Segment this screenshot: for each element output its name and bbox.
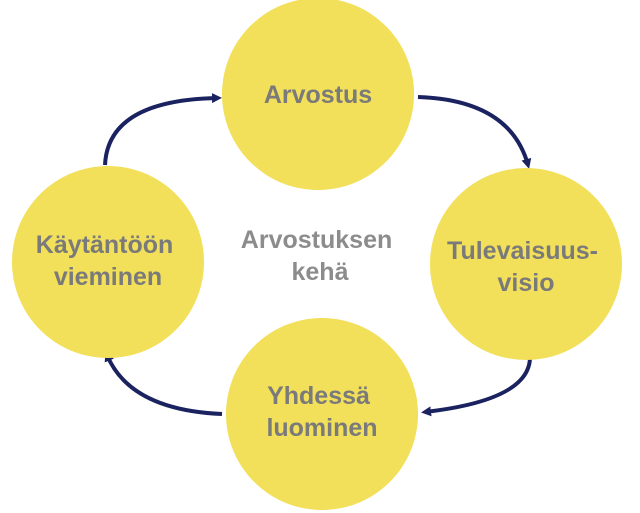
node-yhdessa-luominen: Yhdessä luominen: [226, 318, 418, 510]
node-arvostus-label-1: Arvostus: [264, 81, 372, 109]
svg-text:Arvostus: Arvostus: [264, 81, 372, 109]
svg-text:Tulevaisuus- visio: Tulevaisuus- visio: [447, 237, 605, 297]
svg-text:Arvostuksen kehä: Arvostuksen kehä: [241, 226, 399, 286]
svg-text:Käytäntöön vieminen: Käytäntöön vieminen: [36, 231, 180, 291]
node-kaytantoon-vieminen: Käytäntöön vieminen: [12, 166, 204, 358]
center-label-line-1: Arvostuksen: [241, 226, 392, 254]
node-tulevaisuusvisio: Tulevaisuus- visio: [430, 168, 622, 360]
svg-text:Yhdessä luominen: Yhdessä luominen: [266, 382, 377, 442]
center-label-line-2: kehä: [292, 258, 349, 286]
node-kaytantoon-label-2: vieminen: [54, 263, 162, 291]
node-yhdessa-label-2: luominen: [266, 414, 377, 442]
node-yhdessa-label-1: Yhdessä: [267, 382, 370, 410]
node-arvostus: Arvostus: [222, 0, 414, 190]
arrow-yhdessa-to-kaytantoon: [104, 351, 223, 416]
arrow-tulevaisuusvisio-to-yhdessa: [421, 356, 532, 417]
node-kaytantoon-label-1: Käytäntöön: [36, 231, 174, 259]
arrow-kaytantoon-to-arvostus: [103, 93, 222, 166]
arrow-arvostus-to-tulevaisuusvisio: [417, 95, 532, 169]
node-tulevaisuusvisio-label-1: Tulevaisuus-: [447, 237, 598, 265]
node-tulevaisuusvisio-label-2: visio: [498, 269, 555, 297]
